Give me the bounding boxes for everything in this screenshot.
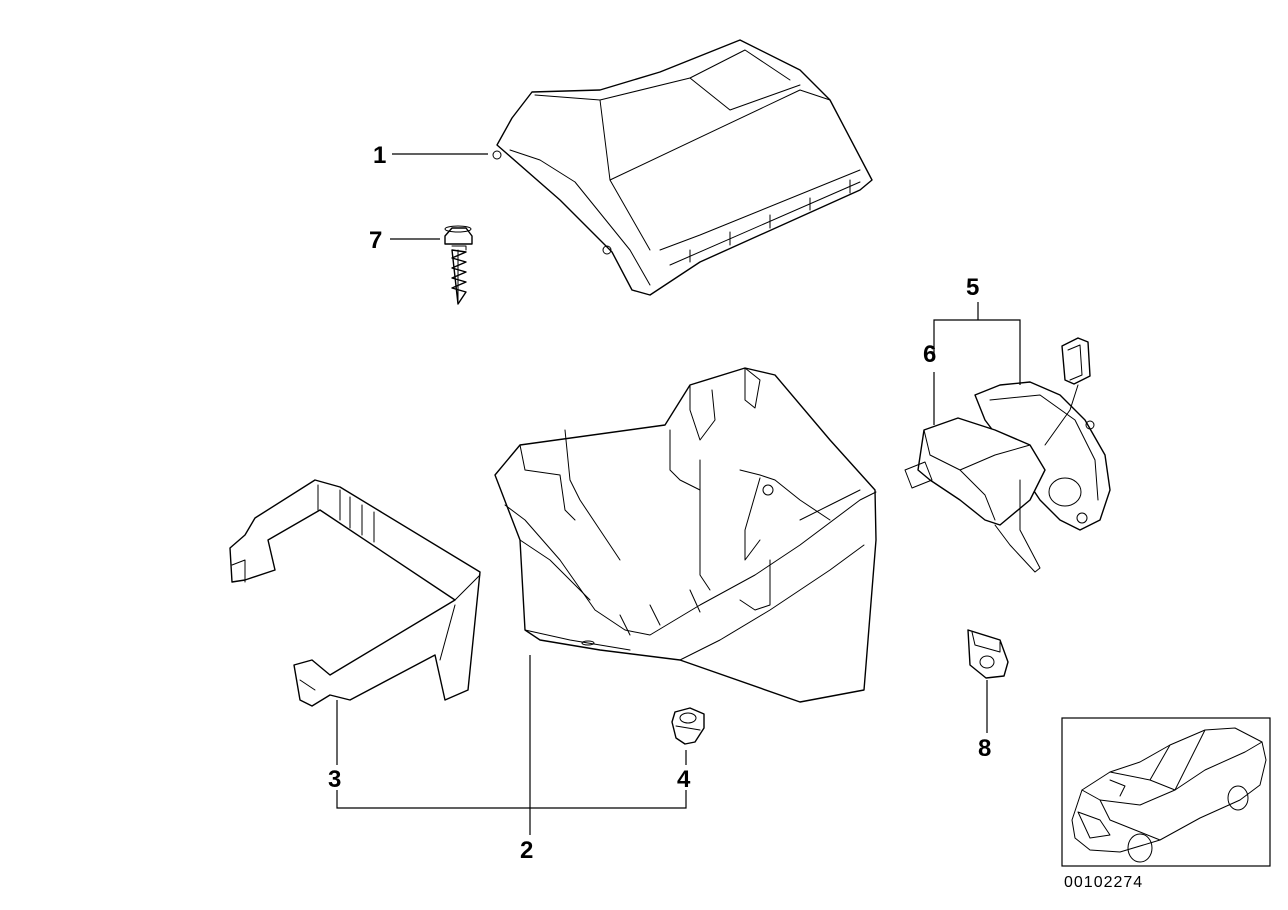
leader-lines: [336, 153, 1021, 835]
part-screw: [444, 225, 473, 305]
callout-3: 3: [328, 766, 341, 793]
callout-7: 7: [369, 227, 382, 254]
part-box: [494, 367, 877, 703]
part-bracket: [229, 479, 481, 707]
part-clip: [967, 629, 1009, 679]
callout-8: 8: [978, 735, 991, 762]
part-motor-assembly: [904, 337, 1111, 573]
part-cover: [492, 39, 873, 296]
vehicle-inset: [1061, 717, 1271, 867]
callout-2: 2: [520, 837, 533, 864]
callouts: 1 7 5 6 3 4 8 2: [328, 142, 991, 864]
callout-1: 1: [373, 142, 386, 169]
part-grommet: [671, 707, 705, 745]
callout-4: 4: [677, 766, 691, 793]
callout-5: 5: [966, 274, 979, 301]
diagram-number: 00102274: [1064, 874, 1143, 891]
callout-6: 6: [923, 341, 936, 368]
